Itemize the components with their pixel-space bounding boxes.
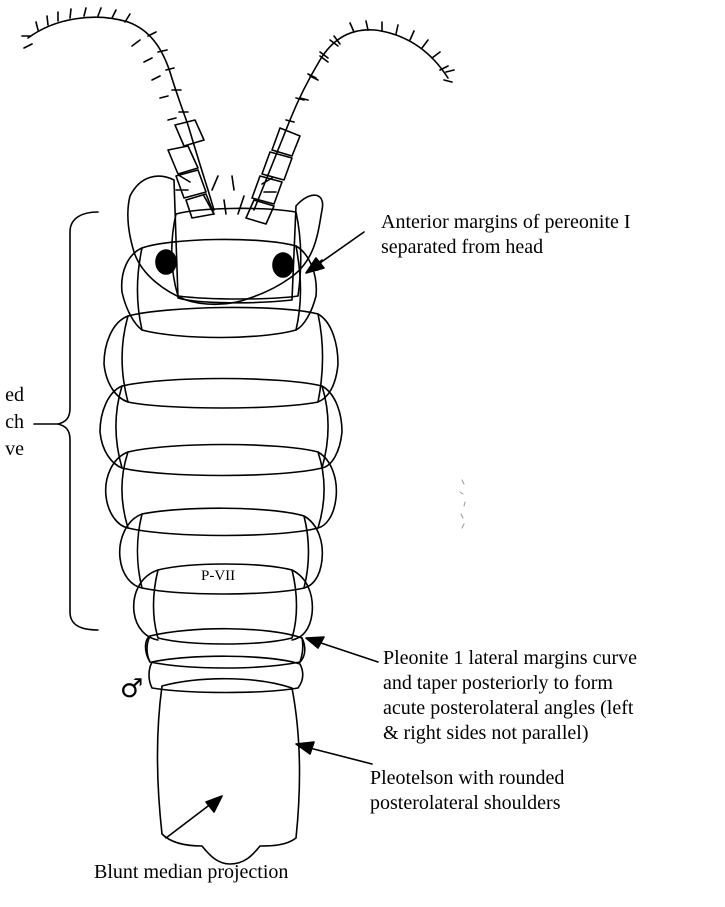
pereonite-7-label: P-VII — [201, 568, 235, 585]
left-eye — [156, 250, 176, 274]
left-bracket — [58, 212, 98, 630]
projection-note: Blunt median projection — [94, 860, 288, 885]
pereonite-3 — [122, 307, 323, 408]
right-antenna — [246, 21, 454, 224]
right-eye — [273, 253, 293, 277]
male-symbol: ♂ — [120, 674, 143, 704]
pleotelson — [158, 679, 300, 864]
pleotelson-note: Pleotelson with rounded posterolateral s… — [370, 766, 564, 816]
pleonite-1 — [147, 629, 303, 668]
left-antenna — [22, 8, 214, 218]
pleonite-note: Pleonite 1 lateral margins curve and tap… — [383, 646, 637, 746]
pereonite-4 — [116, 379, 328, 476]
left-note-fragment: ed ch ve — [0, 382, 24, 463]
pereonite-5 — [122, 445, 324, 536]
head-note: Anterior margins of pereonite I separate… — [381, 210, 631, 260]
